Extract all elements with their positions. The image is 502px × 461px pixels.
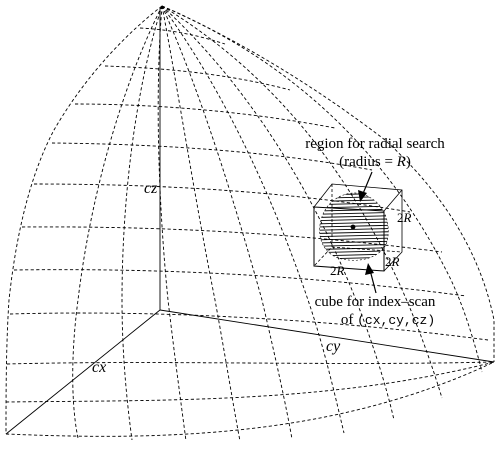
hatch-line [319,231,389,235]
meridian [161,5,345,434]
meridian [161,5,241,442]
axis-x-label: cx [92,359,106,376]
hatch-line [319,243,389,247]
hatch-line [319,253,389,257]
meridian [157,5,187,442]
hatch-line [319,227,389,231]
parallel [5,361,495,403]
axis-y-label: cy [326,338,341,355]
region-label-line1: region for radial search [305,136,445,152]
hatch-line [319,256,389,260]
meridian [161,5,395,421]
cube-label-line1: cube for index–scan [315,294,436,310]
parallel [9,312,489,341]
cube-hidden-edge [331,246,403,253]
axis-z-label: cz [144,180,158,197]
outer-meridian-left [5,5,163,435]
hatch-line [319,250,389,254]
hatch-line [319,240,389,244]
cube-front-face [313,206,385,272]
region-arrow [358,171,373,202]
meridian [161,5,293,440]
cube-hidden-edges [313,184,333,267]
outer-equator [5,361,495,437]
parallel [13,269,467,297]
axis-y-line [159,309,495,363]
meridian [161,5,483,373]
hatch-line [319,237,389,241]
hatch-line [319,192,389,196]
hatch-line [319,234,389,238]
parallel [6,361,493,365]
hatch-line [319,195,389,199]
meridian [121,5,163,441]
region-label-line2: (radius = R) [339,154,411,170]
meridian [72,5,163,439]
dimension-label-bottom-right: 2R [385,254,400,269]
meridian [161,5,443,399]
axis-x-line [5,309,161,435]
dimension-label-right: 2R [397,210,412,225]
dimension-label-bottom-left: 2R [330,263,345,278]
hatch-line [319,215,389,219]
cube-back-edge [383,189,403,212]
hatch-line [319,218,389,222]
outer-meridian-right [161,5,495,362]
parallel [33,183,411,213]
hatch-line [319,211,389,215]
axes [5,8,495,435]
cube-arrow [365,263,377,294]
search-center-dot [350,224,356,230]
hatch-line [319,221,389,225]
sphere-grid [5,5,495,442]
parallel [74,103,336,129]
hatch-line [319,199,389,203]
cube-label-line2: of (cx,cy,cz) [341,312,435,328]
parallel [139,27,226,45]
radial-search-region-outline [319,192,389,261]
parallel [104,65,291,91]
hatch-line [310,190,395,192]
